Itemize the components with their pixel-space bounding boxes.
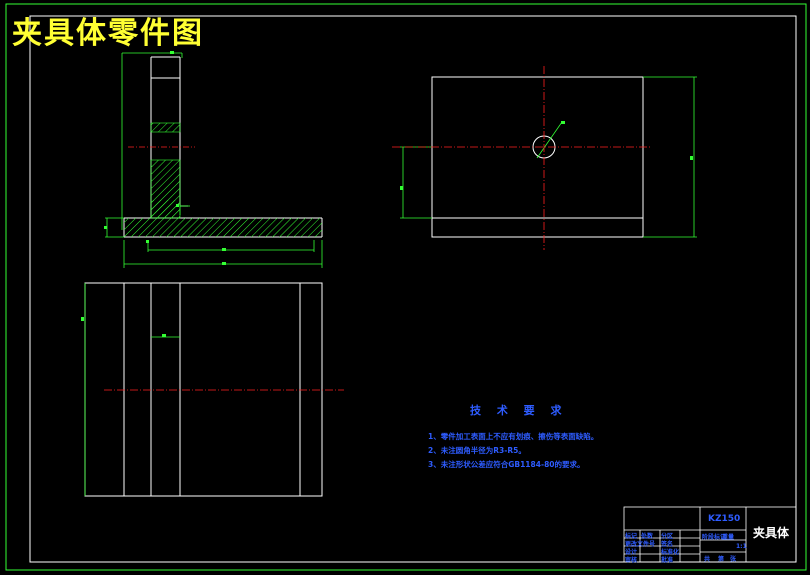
top-view-centerlines	[392, 66, 652, 250]
title-block-label: 更改文件号	[625, 541, 656, 548]
part-name: 夹具体	[753, 526, 790, 540]
requirement-item: 3、未注形状公差应符合GB1184-80的要求。	[428, 460, 585, 469]
side-view-dimensions	[84, 283, 180, 496]
title-block-label: 分区	[661, 533, 674, 540]
technical-requirements-heading: 技 术 要 求	[470, 404, 568, 417]
title-block-label: 批准	[661, 557, 674, 564]
side-view	[84, 282, 323, 497]
title-block-label: 设计	[625, 549, 638, 556]
title-block-label: 重量	[722, 534, 735, 541]
requirement-item: 1、零件加工表面上不应有划痕、擦伤等表面缺陷。	[428, 432, 599, 441]
outer-border	[5, 3, 807, 571]
title-block-label: 阶段标记	[702, 534, 727, 541]
requirement-item: 2、未注圆角半径为R3-R5。	[428, 446, 526, 455]
dimension-markers	[81, 51, 693, 337]
scale-value: 1:1	[736, 543, 747, 550]
title-block-label: 处数	[641, 533, 654, 540]
inner-border	[29, 15, 797, 563]
title-block-label: 签名	[661, 541, 674, 548]
drawing-title: 夹具体零件图	[12, 16, 204, 51]
title-block-label: 共	[704, 556, 711, 563]
drawing-number: KZ150	[708, 514, 741, 524]
title-block-label: 审核	[625, 557, 638, 564]
title-block-label: 第	[718, 556, 725, 563]
section-hatching	[124, 122, 322, 237]
title-block-label: 标记	[625, 533, 638, 540]
title-block-label: 标准化	[661, 549, 680, 556]
title-block-label: 张	[730, 556, 737, 563]
title-block	[623, 506, 797, 563]
